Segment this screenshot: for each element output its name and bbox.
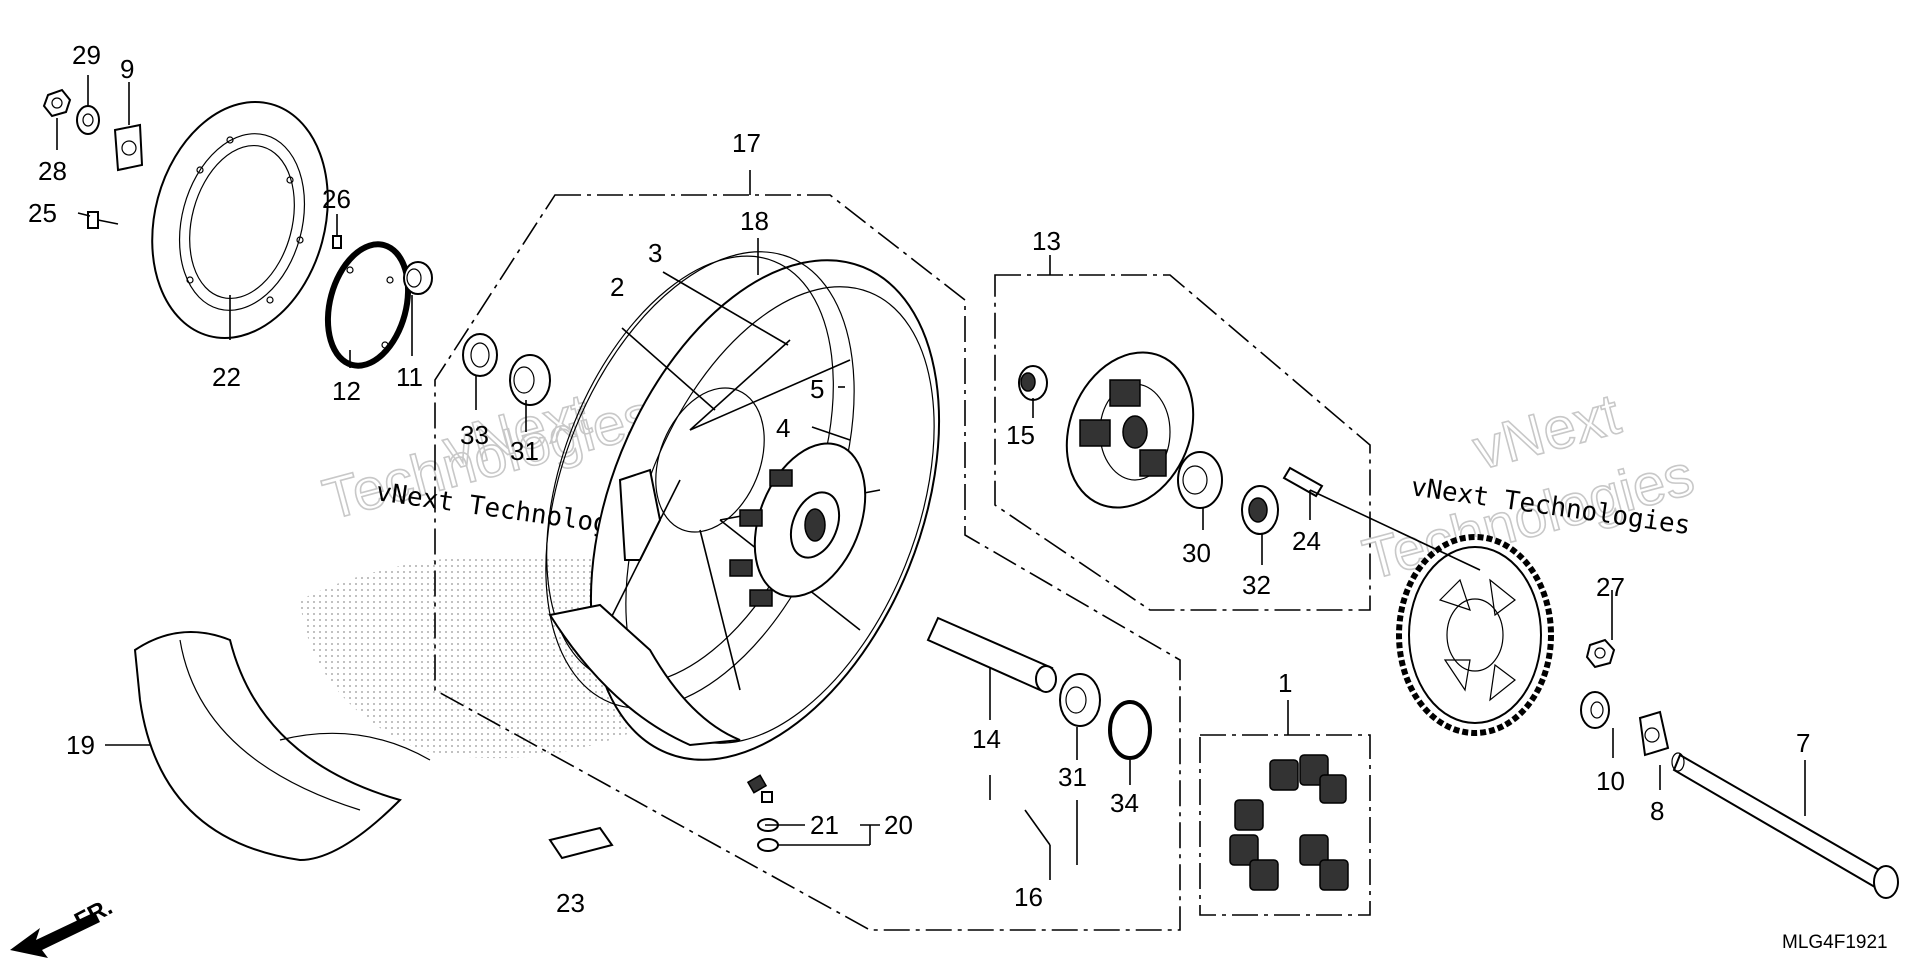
part-22-brake-disc xyxy=(151,101,329,339)
callout-23: 23 xyxy=(556,888,585,918)
callout-32: 32 xyxy=(1242,570,1271,600)
part-28-nut xyxy=(42,88,72,118)
callout-14: 14 xyxy=(972,724,1001,754)
front-direction-arrow: FR. xyxy=(10,893,117,958)
group-outline-hub xyxy=(994,274,1371,611)
part-29-washer xyxy=(76,105,100,135)
callout-25: 25 xyxy=(28,198,57,228)
callout-22: 22 xyxy=(212,362,241,392)
callout-31-bottom: 31 xyxy=(1058,762,1087,792)
callout-29: 29 xyxy=(72,40,101,70)
part-27-nut xyxy=(1585,638,1616,669)
callout-numbers: 28 29 9 25 22 26 12 11 33 31 17 18 3 2 5… xyxy=(28,40,1810,918)
part-19-tire xyxy=(133,631,431,862)
callout-5: 5 xyxy=(810,374,824,404)
part-sprocket xyxy=(1396,534,1554,736)
callout-27: 27 xyxy=(1596,572,1625,602)
callout-8: 8 xyxy=(1650,796,1664,826)
part-31-bearing-top xyxy=(509,354,551,406)
part-18-wheel-rim xyxy=(545,251,941,761)
callout-33: 33 xyxy=(460,420,489,450)
diagram-code: MLG4F1921 xyxy=(1782,932,1888,953)
part-13-flange xyxy=(1065,351,1195,509)
part-8-adjuster xyxy=(1638,710,1670,757)
callout-26: 26 xyxy=(322,184,351,214)
callout-9: 9 xyxy=(120,54,134,84)
part-15-collar xyxy=(1018,365,1048,401)
callout-1: 1 xyxy=(1278,668,1292,698)
callout-24: 24 xyxy=(1292,526,1321,556)
group-outline-damper xyxy=(1199,734,1371,916)
callout-31-top: 31 xyxy=(510,436,539,466)
callout-15: 15 xyxy=(1006,420,1035,450)
part-33-seal xyxy=(462,333,498,377)
callout-11: 11 xyxy=(396,362,423,392)
callout-30: 30 xyxy=(1182,538,1211,568)
callout-20: 20 xyxy=(884,810,913,840)
callout-4: 4 xyxy=(776,413,790,443)
callout-19: 19 xyxy=(66,730,95,760)
callout-10: 10 xyxy=(1596,766,1625,796)
part-25-bolt xyxy=(87,211,119,229)
part-10-washer xyxy=(1580,691,1610,729)
leader-lines xyxy=(56,75,1806,880)
part-26-screw xyxy=(332,235,342,249)
part-1-damper-rubbers xyxy=(1229,754,1349,891)
part-30-bearing xyxy=(1177,451,1223,509)
part-12-ring xyxy=(324,241,412,369)
group-outline-wheel xyxy=(434,194,1181,931)
callout-7: 7 xyxy=(1796,728,1810,758)
callout-16: 16 xyxy=(1014,882,1043,912)
part-7-axle xyxy=(1671,752,1899,899)
callout-21: 21 xyxy=(810,810,839,840)
part-34-o-ring xyxy=(1108,700,1152,760)
part-11-collar xyxy=(403,261,433,295)
part-23-weight xyxy=(548,826,614,860)
callout-13: 13 xyxy=(1032,226,1061,256)
part-9-plate xyxy=(113,123,144,172)
callout-3: 3 xyxy=(648,238,662,268)
part-32-seal xyxy=(1241,485,1279,535)
part-31-bearing-bottom xyxy=(1059,673,1101,727)
part-20-valve xyxy=(746,774,779,852)
part-24-stud xyxy=(1282,466,1324,498)
callout-17: 17 xyxy=(732,128,761,158)
part-19-tire-half xyxy=(548,468,741,747)
part-14-spacer xyxy=(926,616,1057,693)
callout-28: 28 xyxy=(38,156,67,186)
callout-18: 18 xyxy=(740,206,769,236)
callout-12: 12 xyxy=(332,376,361,406)
callout-34: 34 xyxy=(1110,788,1139,818)
callout-2: 2 xyxy=(610,272,624,302)
